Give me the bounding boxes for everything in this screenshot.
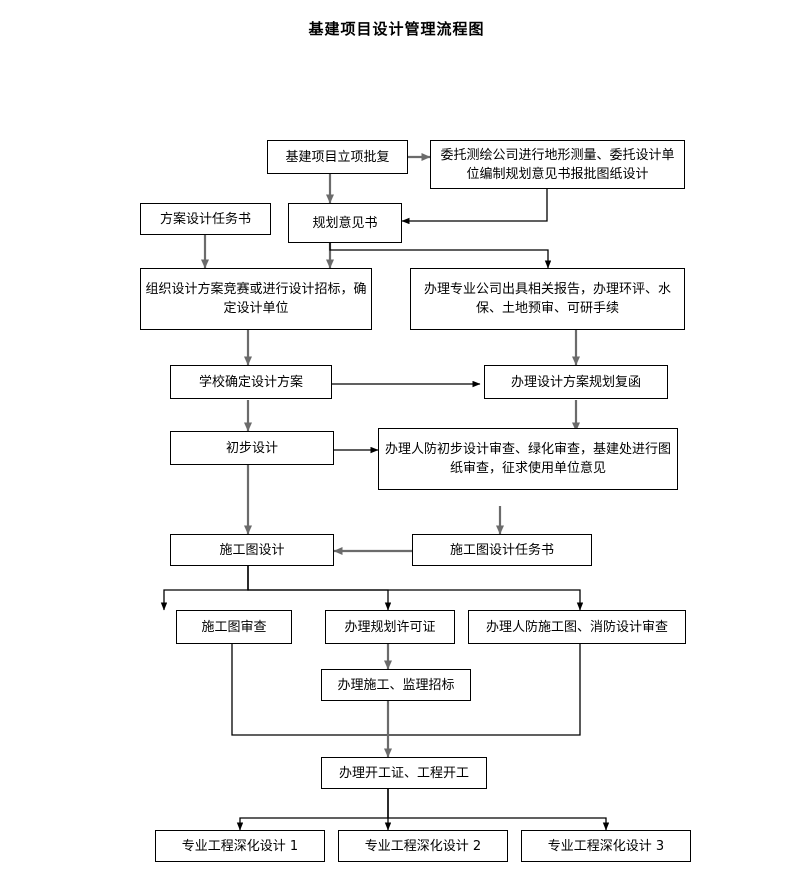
node-label: 施工图审查 [201,619,267,635]
node-project-approval[interactable]: 基建项目立项批复 [267,140,408,174]
node-label: 办理开工证、工程开工 [338,765,469,781]
node-label: 办理设计方案规划复函 [510,374,641,390]
node-preliminary-design[interactable]: 初步设计 [170,431,334,465]
node-construction-supervision-bid[interactable]: 办理施工、监理招标 [321,669,471,701]
node-label: 基建项目立项批复 [285,149,390,165]
page-title: 基建项目设计管理流程图 [308,20,485,38]
node-specialty-design-1[interactable]: 专业工程深化设计 1 [155,830,325,862]
node-survey-commission[interactable]: 委托测绘公司进行地形测量、委托设计单位编制规划意见书报批图纸设计 [430,140,685,189]
node-label: 办理专业公司出具相关报告，办理环评、水保、土地预审、可研手续 [423,282,671,316]
edge-n17-n20 [387,789,610,831]
node-specialty-design-3[interactable]: 专业工程深化设计 3 [521,830,691,862]
node-fire-design-review[interactable]: 办理人防施工图、消防设计审查 [468,610,686,644]
edge-n2-n4 [401,189,548,225]
node-label: 专业工程深化设计 1 [181,838,299,854]
edge-n11-n13 [160,566,249,611]
node-specialty-design-2[interactable]: 专业工程深化设计 2 [338,830,508,862]
node-start-permit[interactable]: 办理开工证、工程开工 [321,757,487,789]
node-label: 施工图设计任务书 [449,542,554,558]
node-professional-reports[interactable]: 办理专业公司出具相关报告，办理环评、水保、土地预审、可研手续 [410,268,685,330]
node-label: 办理施工、监理招标 [337,677,455,693]
node-label: 委托测绘公司进行地形测量、委托设计单位编制规划意见书报批图纸设计 [440,147,675,182]
node-school-confirm-scheme[interactable]: 学校确定设计方案 [170,365,332,399]
edge-n11-n14 [247,566,392,611]
node-label: 专业工程深化设计 3 [547,838,665,854]
node-label: 学校确定设计方案 [198,374,303,390]
node-label: 办理人防初步设计审查、绿化审查，基建处进行图纸审查，征求使用单位意见 [384,442,671,476]
node-construction-drawing-task[interactable]: 施工图设计任务书 [412,534,592,566]
node-planning-permit[interactable]: 办理规划许可证 [325,610,455,644]
node-drawing-review[interactable]: 施工图审查 [176,610,292,644]
node-planning-reply[interactable]: 办理设计方案规划复函 [484,365,668,399]
node-planning-opinion[interactable]: 规划意见书 [288,203,402,243]
node-label: 初步设计 [225,440,278,456]
node-design-competition[interactable]: 组织设计方案竞赛或进行设计招标，确定设计单位 [140,268,372,330]
node-label: 办理规划许可证 [344,619,436,635]
node-label: 专业工程深化设计 2 [364,838,482,854]
node-label: 规划意见书 [312,215,378,231]
node-civil-defense-review[interactable]: 办理人防初步设计审查、绿化审查，基建处进行图纸审查，征求使用单位意见 [378,428,678,490]
node-label: 施工图设计 [219,542,285,558]
node-scheme-design-task[interactable]: 方案设计任务书 [140,203,271,235]
node-label: 组织设计方案竞赛或进行设计招标，确定设计单位 [145,282,367,316]
node-construction-drawing-design[interactable]: 施工图设计 [170,534,334,566]
node-label: 办理人防施工图、消防设计审查 [485,619,668,635]
edge-n11-n15 [247,566,584,611]
edge-n17-n18 [236,789,389,831]
node-label: 方案设计任务书 [159,211,251,227]
